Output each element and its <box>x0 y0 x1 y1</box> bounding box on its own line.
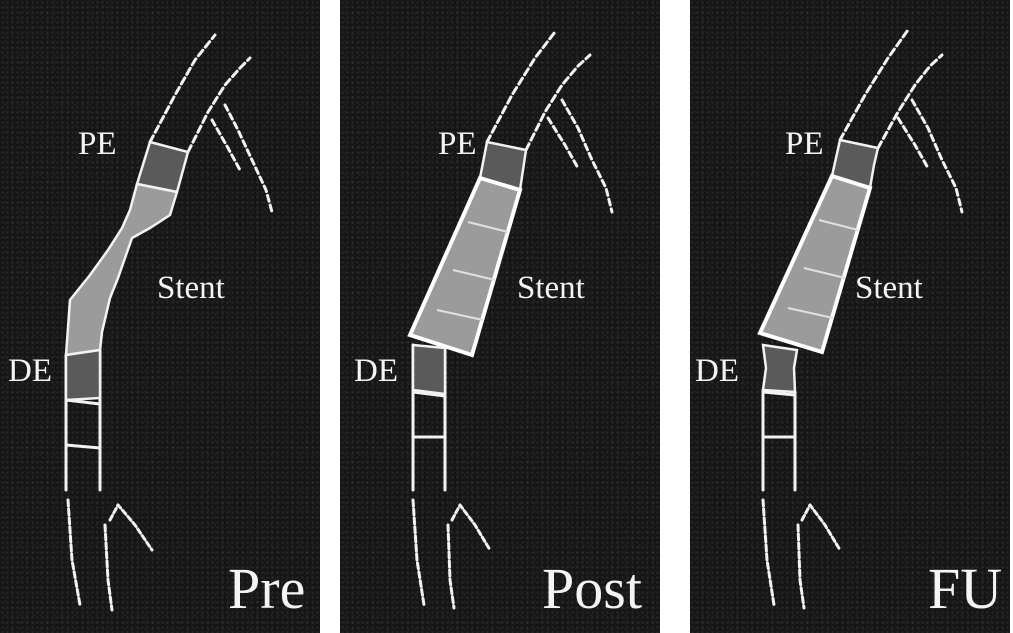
distal-branch-left <box>68 500 80 605</box>
side-branch-inner <box>898 118 928 168</box>
distal-branch-left <box>413 500 424 605</box>
panel-title-post: Post <box>542 560 642 618</box>
vessel-wall-left-prox <box>840 30 908 140</box>
panel-title-pre: Pre <box>228 560 305 618</box>
distal-branch-fork <box>110 505 152 550</box>
vessel-wall-right-prox <box>878 55 942 148</box>
vessel-wall-left-prox <box>150 35 215 142</box>
distal-branch-left <box>763 500 774 605</box>
side-branch-inner <box>548 118 578 168</box>
distal-branch-right <box>105 525 112 610</box>
vessel-diagram-post <box>340 0 660 633</box>
stent-label: Stent <box>157 272 225 305</box>
panel-fu: PE Stent DE FU <box>690 0 1010 633</box>
stent-segment-fu <box>760 176 870 352</box>
proximal-edge-label: PE <box>78 128 117 161</box>
distal-edge-segment-pre <box>66 350 100 400</box>
distal-edge-segment-post <box>413 345 445 394</box>
segment-divider <box>66 400 100 404</box>
panel-post: PE Stent DE Post <box>340 0 660 633</box>
distal-edge-label: DE <box>695 355 739 388</box>
stent-label: Stent <box>855 272 923 305</box>
stent-label: Stent <box>517 272 585 305</box>
distal-branch-right <box>448 525 454 608</box>
vessel-diagram-pre <box>0 0 320 633</box>
distal-edge-label: DE <box>8 355 52 388</box>
distal-branch-fork <box>802 505 840 550</box>
proximal-edge-label: PE <box>785 128 824 161</box>
vessel-diagram-fu <box>690 0 1010 633</box>
distal-edge-segment-fu <box>763 345 797 392</box>
segment-divider <box>66 445 100 448</box>
proximal-edge-label: PE <box>438 128 477 161</box>
panel-pre: PE Stent DE Pre <box>0 0 320 633</box>
distal-branch-right <box>798 525 804 608</box>
distal-branch-fork <box>452 505 490 550</box>
distal-edge-label: DE <box>354 355 398 388</box>
panel-title-fu: FU <box>928 560 1002 618</box>
stent-segment-post <box>410 178 520 355</box>
vessel-wall-left-prox <box>487 32 555 142</box>
